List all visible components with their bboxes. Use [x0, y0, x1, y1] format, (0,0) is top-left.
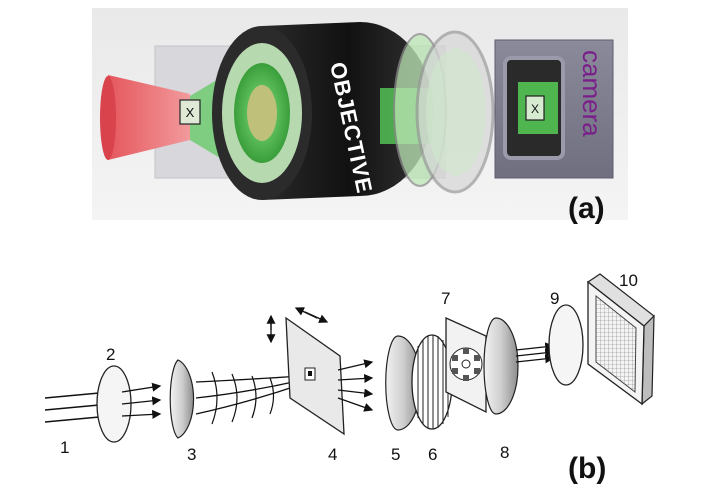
svg-text:X: X [186, 105, 195, 120]
camera-body [494, 39, 614, 179]
svg-text:X: X [531, 102, 539, 116]
label-1: 1 [60, 438, 69, 457]
component-number-labels: 1 2 3 4 5 6 7 8 9 10 [60, 271, 638, 464]
rays-2-to-3 [121, 382, 162, 419]
label-4: 4 [328, 445, 337, 464]
label-6: 6 [428, 445, 437, 464]
label-9: 9 [550, 289, 559, 308]
label-10: 10 [619, 271, 638, 290]
camera-label: camera [577, 50, 607, 137]
rays-3-to-4 [195, 371, 304, 415]
label-5: 5 [391, 445, 400, 464]
element-4-sample-stage [285, 316, 345, 436]
red-illumination-beam [104, 75, 190, 160]
wavefront-arcs [211, 371, 275, 425]
element-2-disc [96, 365, 132, 443]
element-10-detector [586, 273, 655, 406]
element-7-spatial-filter [445, 316, 487, 414]
relay-lens-2-inner [426, 48, 486, 176]
element-8-lens [483, 317, 519, 415]
rays-8-to-9 [515, 342, 555, 364]
element-9-disc [548, 304, 584, 386]
label-7: 7 [441, 289, 450, 308]
element-3-lens [169, 359, 195, 439]
label-8: 8 [500, 443, 509, 462]
sample-marker-right: X [525, 95, 545, 121]
label-2: 2 [106, 345, 115, 364]
panel-a-label: (a) [568, 192, 605, 225]
label-3: 3 [187, 445, 196, 464]
sample-marker-left: X [179, 99, 201, 125]
panel-b-label: (b) [568, 452, 606, 485]
rays-4-to-5 [337, 359, 374, 412]
objective-lens [212, 22, 433, 200]
stage-translation-arrows [266, 307, 329, 344]
red-beam-end [100, 76, 116, 160]
